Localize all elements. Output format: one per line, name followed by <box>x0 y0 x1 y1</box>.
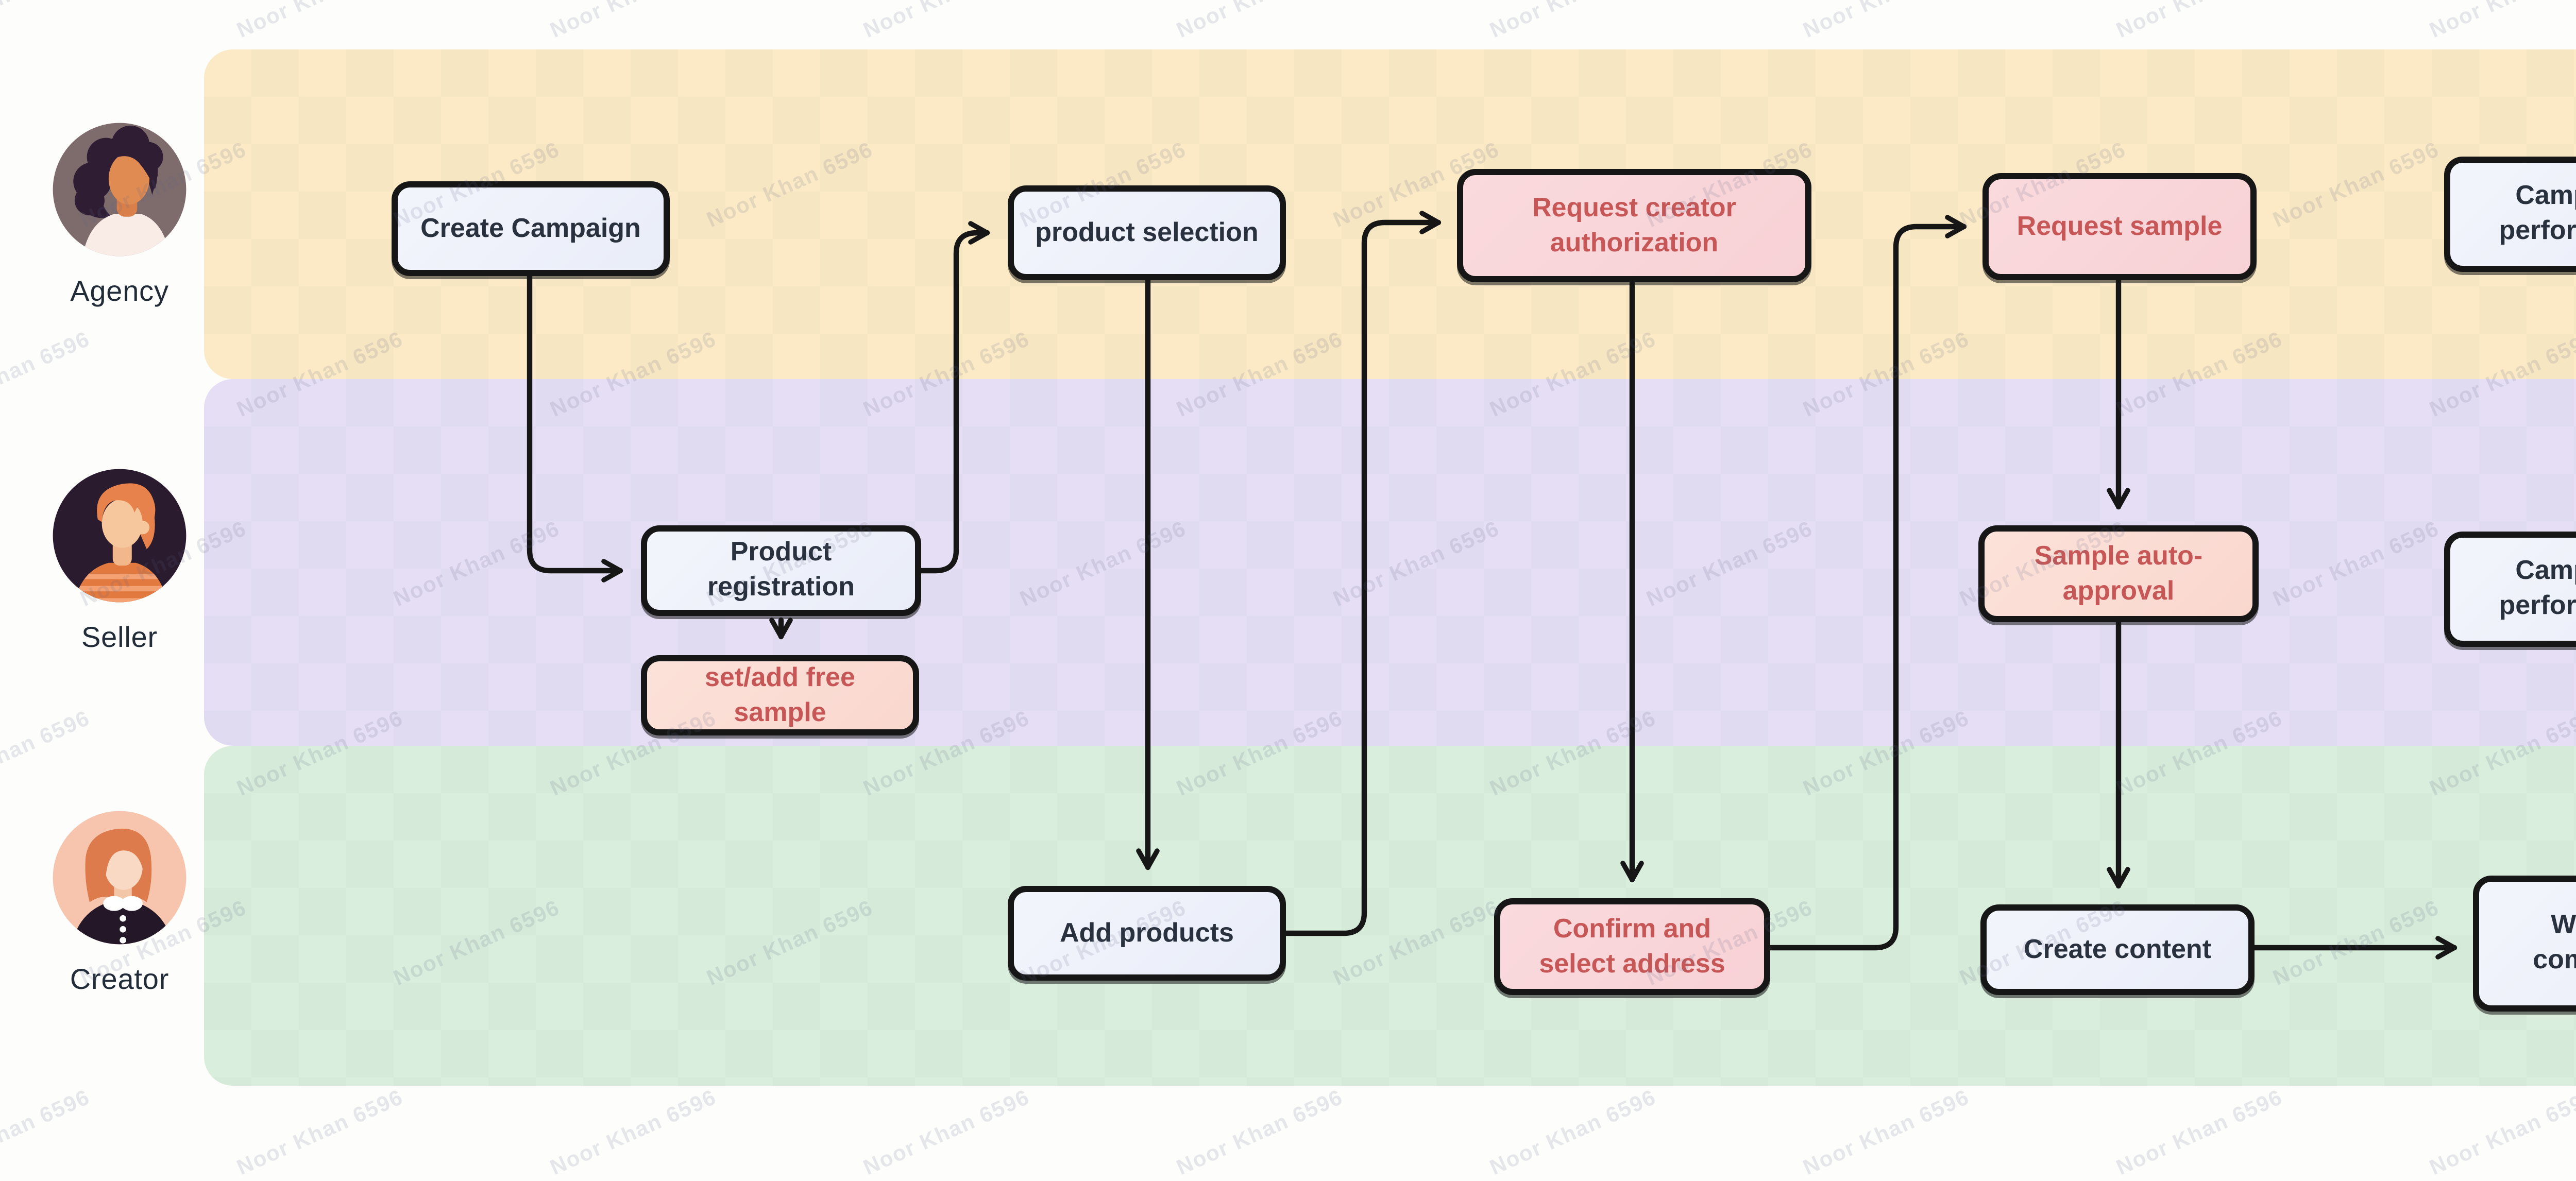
watermark-text: Noor Khan 6596 <box>2113 0 2286 44</box>
node-campaign-performance-seller: Campaign performance <box>2444 532 2576 647</box>
watermark-text: Noor Khan 6596 <box>1173 1085 1347 1181</box>
watermark-text: Noor Khan 6596 <box>2426 0 2576 44</box>
watermark-text: Noor Khan 6596 <box>0 327 94 422</box>
watermark-text: Noor Khan 6596 <box>1800 0 1973 44</box>
node-product-selection: product selection <box>1008 185 1286 280</box>
node-add-products: Add products <box>1008 886 1286 981</box>
watermark-text: Noor Khan 6596 <box>233 0 407 44</box>
node-withdraw-commission: Withdraw commission <box>2473 876 2576 1012</box>
creator-woman-avatar-icon <box>53 811 187 945</box>
watermark-text: Noor Khan 6596 <box>1486 1085 1660 1181</box>
node-create-campaign: Create Campaign <box>392 181 670 276</box>
actor-creator: Creator <box>16 810 223 995</box>
lane-label-creator: Creator <box>70 962 170 995</box>
watermark-text: Noor Khan 6596 <box>1800 1085 1974 1181</box>
watermark-text: Noor Khan 6596 <box>860 1085 1034 1181</box>
node-request-sample: Request sample <box>1982 173 2257 280</box>
node-confirm-and-select-address: Confirm and select address <box>1494 898 1770 995</box>
watermark-text: Noor Khan 6596 <box>0 0 94 44</box>
watermark-text: Noor Khan 6596 <box>0 706 94 801</box>
lane-label-agency: Agency <box>70 274 169 307</box>
node-campaign-performance-agency: Campaign performance <box>2444 157 2576 272</box>
lane-label-seller: Seller <box>81 620 158 653</box>
watermark-text: Noor Khan 6596 <box>860 0 1033 44</box>
watermark-text: Noor Khan 6596 <box>1486 0 1660 44</box>
watermark-text: Noor Khan 6596 <box>2426 1085 2576 1181</box>
watermark-text: Noor Khan 6596 <box>0 1085 94 1180</box>
node-set-add-free-sample: set/add free sample <box>641 655 919 735</box>
node-create-content: Create content <box>1980 904 2255 995</box>
agency-woman-avatar-icon <box>53 123 187 256</box>
watermark-text: Noor Khan 6596 <box>547 1085 721 1181</box>
node-sample-auto-approval: Sample auto-approval <box>1978 525 2259 622</box>
seller-man-avatar-icon <box>53 469 187 603</box>
actor-agency: Agency <box>16 122 223 307</box>
watermark-text: Noor Khan 6596 <box>1173 0 1347 44</box>
node-request-creator-authorization: Request creator authorization <box>1457 169 1811 282</box>
watermark-text: Noor Khan 6596 <box>233 1085 408 1181</box>
watermark-text: Noor Khan 6596 <box>547 0 720 44</box>
watermark-text: Noor Khan 6596 <box>2113 1085 2287 1181</box>
node-product-registration: Product registration <box>641 525 921 616</box>
actor-seller: Seller <box>16 468 223 653</box>
